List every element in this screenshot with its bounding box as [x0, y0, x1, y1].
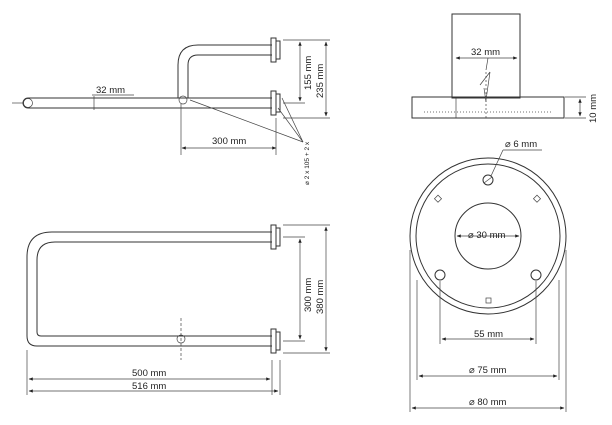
- front-rosette-bottom: [270, 328, 277, 354]
- rosette-top-view: ⌀ 6 mm ⌀ 30 mm 55 mm ⌀ 75 mm ⌀ 80 mm: [409, 139, 567, 412]
- rosette-plate: [411, 96, 565, 119]
- dim-screw-spec: ⌀ 2 x 105 + 2 x: [304, 141, 311, 185]
- side-rosette-bottom-cap: [275, 93, 281, 113]
- dim-height-300: 300 mm: [303, 278, 314, 312]
- screw-hole-top: [482, 174, 494, 186]
- front-rosette-top-cap: [275, 227, 281, 247]
- side-bend-outer: [177, 44, 272, 98]
- dim-length-516: 516 mm: [132, 381, 166, 392]
- dim-diameter-75: ⌀ 75 mm: [469, 365, 506, 376]
- front-rosette-bottom-cap: [275, 331, 281, 351]
- rosette-inner-ring: [415, 163, 561, 309]
- dim-mounting-width: 300 mm: [212, 136, 246, 147]
- dim-rosette-thickness: 10 mm: [588, 94, 599, 123]
- dim-total-depth: 235 mm: [315, 64, 326, 98]
- side-rosette-top-cap: [275, 40, 281, 60]
- side-rosette-top: [270, 37, 277, 63]
- dim-inner-diameter: ⌀ 30 mm: [468, 230, 505, 241]
- dim-diameter-80: ⌀ 80 mm: [469, 397, 506, 408]
- front-tube-inner: [36, 241, 272, 337]
- screw-hole-left: [434, 269, 446, 281]
- dim-rosette-tube: 32 mm: [471, 47, 500, 58]
- rosette-side-view: 32 mm 10 mm: [411, 13, 599, 123]
- side-rosette-bottom: [270, 90, 277, 116]
- rosette-outer: [409, 157, 567, 315]
- side-tube-cap: [23, 98, 33, 108]
- dim-depth: 155 mm: [303, 56, 314, 90]
- side-view: 32 mm 155 mm 235 mm 300 mm ⌀ 2 x 105 + 2…: [12, 37, 330, 185]
- dim-hole-diameter: ⌀ 6 mm: [505, 139, 537, 150]
- front-view: 300 mm 380 mm 500 mm 516 mm: [26, 224, 330, 395]
- dim-length-500: 500 mm: [132, 368, 166, 379]
- dim-tube-diameter: 32 mm: [96, 85, 125, 96]
- side-bend-inner: [187, 54, 272, 98]
- screw-hole-right: [530, 269, 542, 281]
- dim-hole-spacing: 55 mm: [474, 329, 503, 340]
- rosette-center-hole: [454, 202, 522, 270]
- front-rosette-top: [270, 224, 277, 250]
- dim-height-380: 380 mm: [315, 280, 326, 314]
- front-tube-outer: [26, 231, 272, 347]
